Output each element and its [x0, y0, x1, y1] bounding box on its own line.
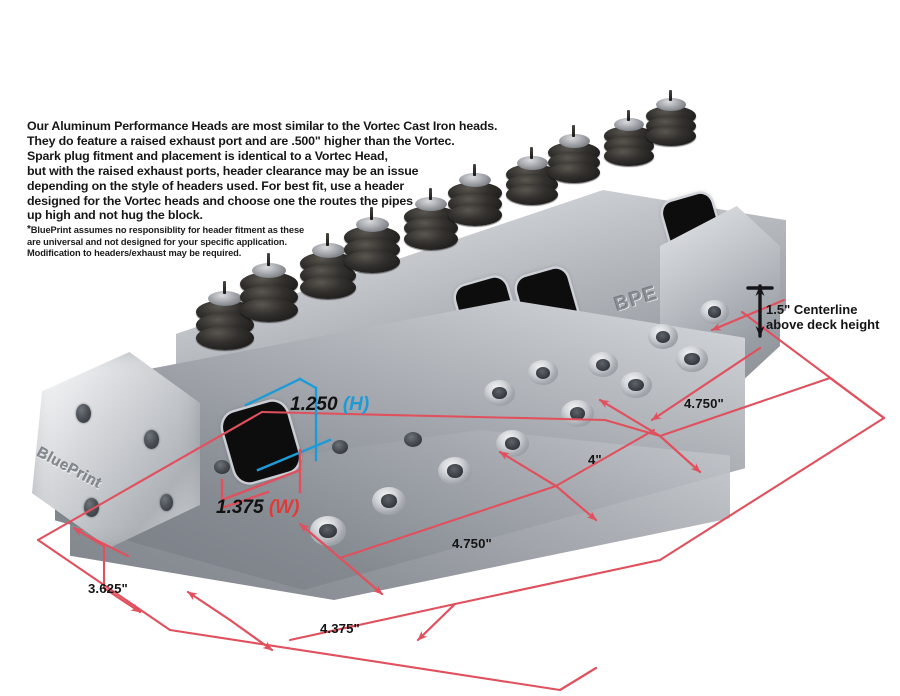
port-width-tag: (W): [268, 497, 300, 518]
description-line: depending on the style of headers used. …: [27, 178, 405, 193]
end-face-bolt-hole: [76, 404, 91, 423]
end-face-bolt-hole: [160, 494, 173, 511]
end-face-bolt-hole: [84, 498, 99, 517]
port-height-value: 1.250: [290, 394, 338, 415]
head-bolt-boss: [648, 324, 678, 349]
head-bolt-boss: [620, 372, 652, 398]
footnote-line: are universal and not designed for your …: [27, 236, 287, 247]
blueprint-cast-logo: BluePrint: [34, 444, 105, 493]
description-line: Spark plug fitment and placement is iden…: [27, 148, 388, 163]
centerline-callout: 1.5" Centerline above deck height: [766, 302, 879, 332]
head-bolt-boss: [588, 352, 618, 377]
port-width-value: 1.375: [216, 497, 264, 518]
description-line: but with the raised exhaust ports, heade…: [27, 163, 419, 178]
head-bolt-boss: [496, 430, 529, 457]
port-height-tag: (H): [342, 394, 370, 415]
footnote-line: *BluePrint assumes no responsiblity for …: [27, 224, 327, 237]
spark-plug-hole: [404, 432, 422, 447]
spark-plug-hole: [214, 460, 230, 474]
head-bolt-boss: [700, 300, 729, 324]
head-bolt-boss: [438, 457, 472, 485]
description-line: designed for the Vortec heads and choose…: [27, 193, 413, 208]
head-bolt-boss: [676, 346, 708, 372]
head-bolt-boss: [484, 380, 515, 406]
description-line: They do feature a raised exhaust port an…: [27, 133, 455, 148]
dim-label-4750-lower: 4.750": [452, 536, 492, 551]
description-text-block: Our Aluminum Performance Heads are most …: [27, 119, 547, 223]
head-bolt-boss: [310, 516, 346, 546]
centerline-callout-line1: 1.5" Centerline: [766, 302, 858, 317]
dim-label-4750-upper: 4.750": [684, 396, 724, 411]
dim-label-4375: 4.375": [320, 621, 360, 636]
description-line: Our Aluminum Performance Heads are most …: [27, 119, 498, 133]
head-bolt-boss: [528, 360, 558, 385]
dim-label-3625: 3.625": [88, 581, 128, 596]
port-width-label: 1.375 (W): [216, 497, 299, 519]
footnote-line-text: BluePrint assumes no responsiblity for h…: [30, 225, 305, 235]
head-bolt-boss: [372, 487, 406, 515]
dim-label-4-mid: 4": [588, 452, 602, 467]
head-bolt-boss: [561, 400, 594, 427]
spark-plug-hole: [332, 440, 348, 454]
footnote-text-block: *BluePrint assumes no responsiblity for …: [27, 224, 327, 260]
port-height-label: 1.250 (H): [290, 394, 369, 416]
footnote-asterisk: *: [27, 224, 31, 235]
description-line: up high and not hug the block.: [27, 208, 203, 223]
footnote-line: Modification to headers/exhaust may be r…: [27, 248, 242, 259]
end-face-bolt-hole: [144, 430, 159, 449]
centerline-callout-line2: above deck height: [766, 317, 880, 332]
